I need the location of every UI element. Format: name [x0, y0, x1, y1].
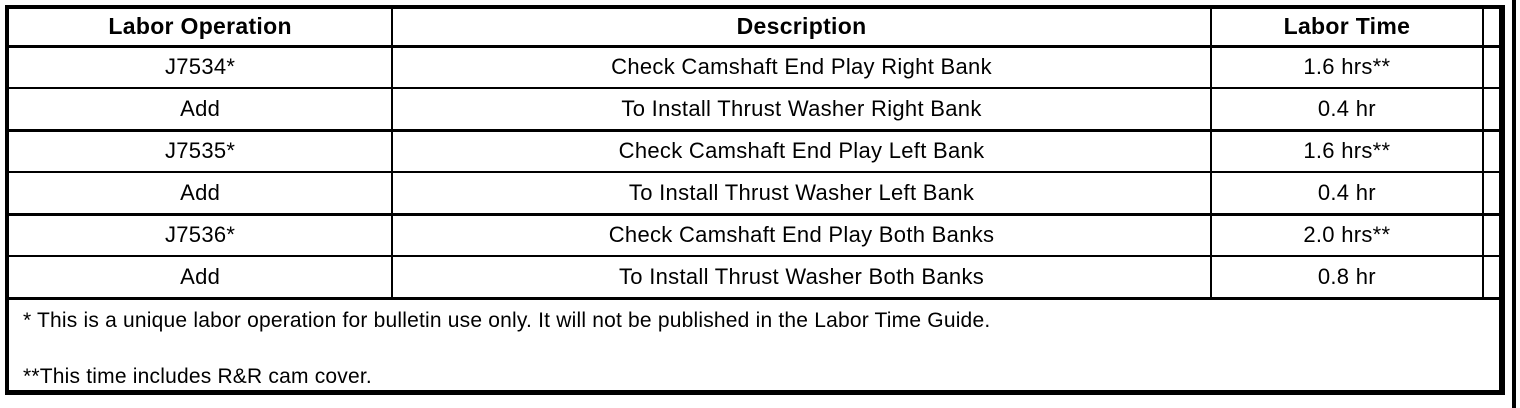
header-row: Labor Operation Description Labor Time: [7, 7, 1502, 46]
cell-description: To Install Thrust Washer Right Bank: [392, 88, 1212, 130]
cell-description: Check Camshaft End Play Both Banks: [392, 214, 1212, 256]
cell-labor-operation: Add: [7, 256, 394, 298]
header-spacer-cell: [1483, 7, 1502, 46]
table-body: J7534* Check Camshaft End Play Right Ban…: [7, 46, 1502, 392]
spacer-cell: [1483, 214, 1502, 256]
cell-labor-time: 2.0 hrs**: [1210, 214, 1484, 256]
spacer-cell: [1483, 256, 1502, 298]
table-row: Add To Install Thrust Washer Left Bank 0…: [7, 172, 1502, 214]
table-row: J7536* Check Camshaft End Play Both Bank…: [7, 214, 1502, 256]
page-edge-line: [1512, 0, 1516, 408]
table-row: Add To Install Thrust Washer Both Banks …: [7, 256, 1502, 298]
footnote-unique-operation: * This is a unique labor operation for b…: [23, 308, 991, 332]
cell-labor-time: 0.4 hr: [1210, 88, 1484, 130]
spacer-cell: [1483, 130, 1502, 172]
labor-time-table-container: Labor Operation Description Labor Time J…: [5, 5, 1505, 395]
footnotes-cell: * This is a unique labor operation for b…: [7, 298, 1502, 392]
cell-labor-operation: Add: [7, 88, 394, 130]
cell-labor-time: 0.8 hr: [1210, 256, 1484, 298]
cell-labor-operation: J7536*: [7, 214, 394, 256]
cell-labor-operation: J7535*: [7, 130, 394, 172]
cell-labor-time: 1.6 hrs**: [1210, 130, 1484, 172]
spacer-cell: [1483, 88, 1502, 130]
table-row: J7534* Check Camshaft End Play Right Ban…: [7, 46, 1502, 88]
cell-labor-operation: Add: [7, 172, 394, 214]
cell-description: To Install Thrust Washer Both Banks: [392, 256, 1212, 298]
table-row: J7535* Check Camshaft End Play Left Bank…: [7, 130, 1502, 172]
column-header-labor-operation: Labor Operation: [7, 7, 394, 46]
spacer-cell: [1483, 46, 1502, 88]
cell-labor-time: 0.4 hr: [1210, 172, 1484, 214]
table-header: Labor Operation Description Labor Time: [7, 7, 1502, 46]
column-header-labor-time: Labor Time: [1210, 7, 1484, 46]
column-header-description: Description: [392, 7, 1212, 46]
labor-time-table: Labor Operation Description Labor Time J…: [5, 5, 1505, 395]
cell-description: To Install Thrust Washer Left Bank: [392, 172, 1212, 214]
footnotes-row: * This is a unique labor operation for b…: [7, 298, 1502, 392]
cell-description: Check Camshaft End Play Right Bank: [392, 46, 1212, 88]
footnote-rr-cam-cover: **This time includes R&R cam cover.: [23, 364, 372, 388]
table-row: Add To Install Thrust Washer Right Bank …: [7, 88, 1502, 130]
spacer-cell: [1483, 172, 1502, 214]
cell-labor-operation: J7534*: [7, 46, 394, 88]
cell-description: Check Camshaft End Play Left Bank: [392, 130, 1212, 172]
cell-labor-time: 1.6 hrs**: [1210, 46, 1484, 88]
